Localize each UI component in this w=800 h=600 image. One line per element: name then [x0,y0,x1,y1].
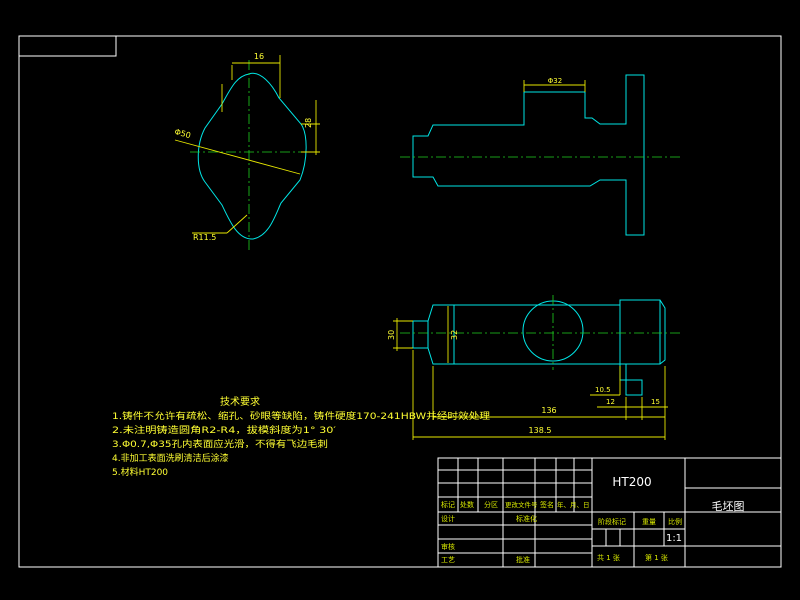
dim-30-label: 30 [387,330,396,340]
sheet-number: 第 1 张 [645,553,668,562]
process-label: 工艺 [441,556,455,564]
dim-138-5-label: 138.5 [529,426,552,435]
drawing-name: 毛坯图 [712,500,745,513]
tech-req-item: 1.铸件不允许有疏松、缩孔、砂眼等缺陷，铸件硬度170-241HBW并经时效处理 [112,410,490,422]
standardize-label: 标准化 [516,514,537,523]
dim-32-label: 32 [450,330,459,340]
scale-value: 1:1 [666,533,682,544]
title-block-cell: 标记 [441,500,455,509]
shaft-front-outline [412,299,666,396]
dim-28-label: 28 [304,118,313,128]
dim-12-label: 12 [606,398,615,406]
reviewer-label: 审核 [441,542,455,551]
sheets-total: 共 1 张 [597,553,620,562]
flange-outline [197,72,307,240]
dim-15-label: 15 [651,398,660,406]
flange-view: 16 Φ50 28 R11.5 [173,52,320,250]
dim-phi32-label: Φ32 [548,77,562,85]
title-block-cell: 更改文件号 [505,500,538,509]
tech-req-title: 技术要求 [220,395,260,408]
stage-mark-label: 阶段标记 [598,517,626,526]
shaft-front-view: 30 32 10.5 12 15 136 138.5 [387,295,680,440]
title-block-cell: 签名 [540,500,554,509]
tech-req-item: 3.Φ0.7,Φ35孔内表面应光滑，不得有飞边毛刺 [112,438,328,450]
approve-label: 批准 [516,555,530,564]
code-box [18,35,117,57]
dim-136-label: 136 [541,406,556,415]
tech-req-item: 2.未注明铸造圆角R2-R4，拔模斜度为1° 30′ [112,424,336,436]
dim-16-label: 16 [254,52,264,61]
dim-10-5-label: 10.5 [595,386,611,394]
title-block-cell: 年、月、日 [557,500,590,509]
outer-frame [18,35,782,568]
title-block: HT200 毛坯图 标记 处数 分区 更改文件号 签名 年、月、日 设计 标准化… [437,457,782,568]
material-label: HT200 [612,475,651,489]
weight-label: 重量 [642,518,656,526]
shaft-side-view: Φ32 [400,74,680,236]
shaft-side-outline [412,74,645,236]
tech-req-item: 4.非加工表面洗刷清洁后涂漆 [112,452,229,464]
scale-label: 比例 [668,517,682,526]
title-block-cell: 分区 [484,500,498,509]
dim-phi50-label: Φ50 [173,127,191,140]
title-block-cell: 处数 [460,500,474,509]
dim-r11-5-label: R11.5 [193,233,216,242]
technical-requirements: 技术要求 1.铸件不允许有疏松、缩孔、砂眼等缺陷，铸件硬度170-241HBW并… [112,395,490,478]
tech-req-item: 5.材料HT200 [112,466,168,478]
designer-label: 设计 [441,514,455,523]
